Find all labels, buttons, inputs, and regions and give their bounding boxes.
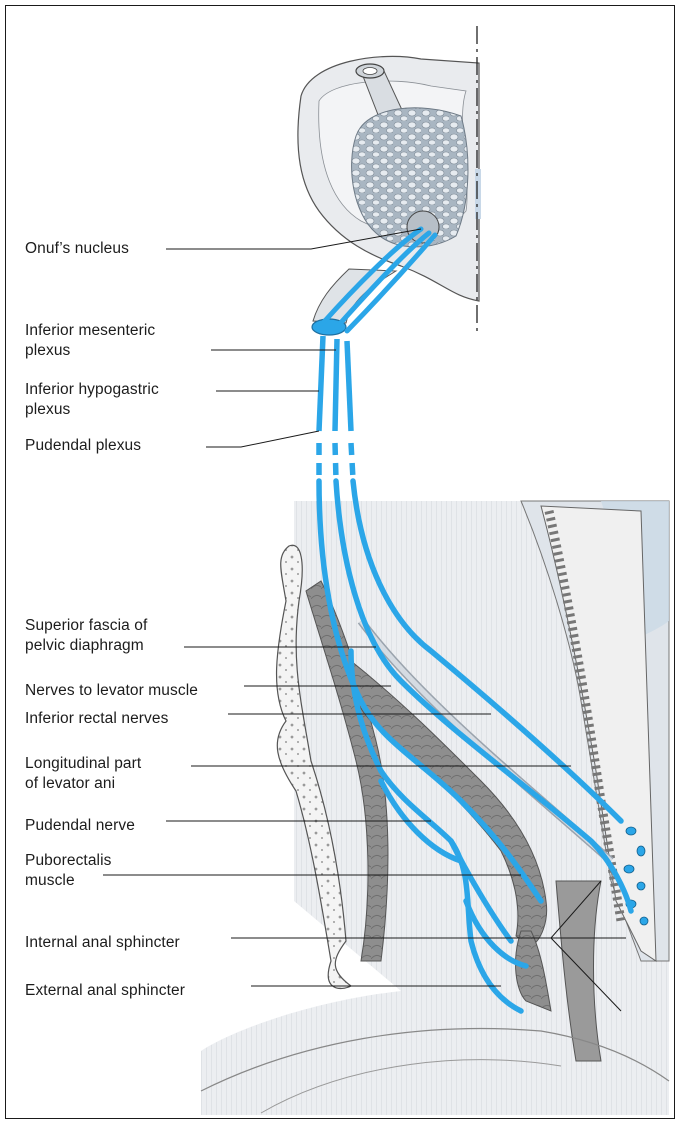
label-line: Inferior mesenteric <box>25 321 155 341</box>
figure-frame: Onuf’s nucleus Inferior mesenteric plexu… <box>5 5 675 1119</box>
label-line: Longitudinal part <box>25 754 141 774</box>
label-inferior-rectal-nerves: Inferior rectal nerves <box>25 709 168 729</box>
label-line: plexus <box>25 341 155 361</box>
label-nerves-to-levator: Nerves to levator muscle <box>25 681 198 701</box>
label-longitudinal-part: Longitudinal part of levator ani <box>25 754 141 794</box>
label-line: Puborectalis <box>25 851 112 871</box>
label-line: Inferior hypogastric <box>25 380 159 400</box>
label-line: plexus <box>25 400 159 420</box>
label-superior-fascia: Superior fascia of pelvic diaphragm <box>25 616 147 656</box>
label-internal-anal-sphincter: Internal anal sphincter <box>25 933 180 953</box>
label-external-anal-sphincter: External anal sphincter <box>25 981 185 1001</box>
pelvic-section <box>201 501 669 1115</box>
label-line: pelvic diaphragm <box>25 636 147 656</box>
label-inferior-mesenteric-plexus: Inferior mesenteric plexus <box>25 321 155 361</box>
label-pudendal-nerve: Pudendal nerve <box>25 816 135 836</box>
label-onufs-nucleus: Onuf’s nucleus <box>25 239 129 259</box>
label-inferior-hypogastric-plexus: Inferior hypogastric plexus <box>25 380 159 420</box>
label-line: of levator ani <box>25 774 141 794</box>
label-line: muscle <box>25 871 112 891</box>
plexus-fibers <box>319 336 353 479</box>
label-line: Superior fascia of <box>25 616 147 636</box>
label-puborectalis-muscle: Puborectalis muscle <box>25 851 112 891</box>
label-pudendal-plexus: Pudendal plexus <box>25 436 141 456</box>
